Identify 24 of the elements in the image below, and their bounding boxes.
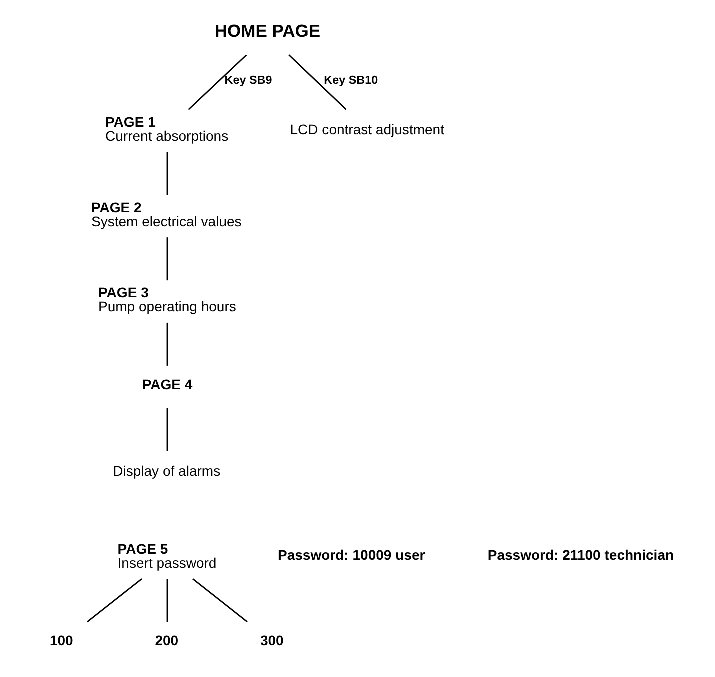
edge-label: Key SB10 [324, 74, 378, 88]
node-text: Display of alarms [113, 463, 221, 480]
connector [166, 152, 168, 196]
edge-label: Key SB9 [224, 74, 272, 88]
node-text: 100 [50, 632, 74, 649]
node-text: LCD contrast adjustment [290, 122, 445, 138]
node-text: PAGE 3 Pump operating hours [98, 284, 236, 315]
node-text: PAGE 2 System electrical values [91, 199, 242, 230]
connector [166, 579, 168, 622]
connector [188, 54, 248, 110]
node-text: 300 [260, 632, 284, 649]
node-text: HOME PAGE [214, 20, 321, 41]
connector [166, 408, 168, 452]
node-text: PAGE 4 [142, 376, 193, 392]
label: Password: 10009 user [278, 547, 426, 564]
node-text: PAGE 1 Current absorptions [106, 114, 229, 144]
connector [288, 54, 347, 110]
connector [87, 578, 142, 623]
connector [192, 578, 248, 623]
label: Password: 21100 technician [488, 547, 674, 564]
connector [166, 238, 168, 281]
node-text: PAGE 5 Insert password [118, 540, 217, 571]
connector [166, 322, 168, 366]
node-text: 200 [155, 632, 179, 649]
